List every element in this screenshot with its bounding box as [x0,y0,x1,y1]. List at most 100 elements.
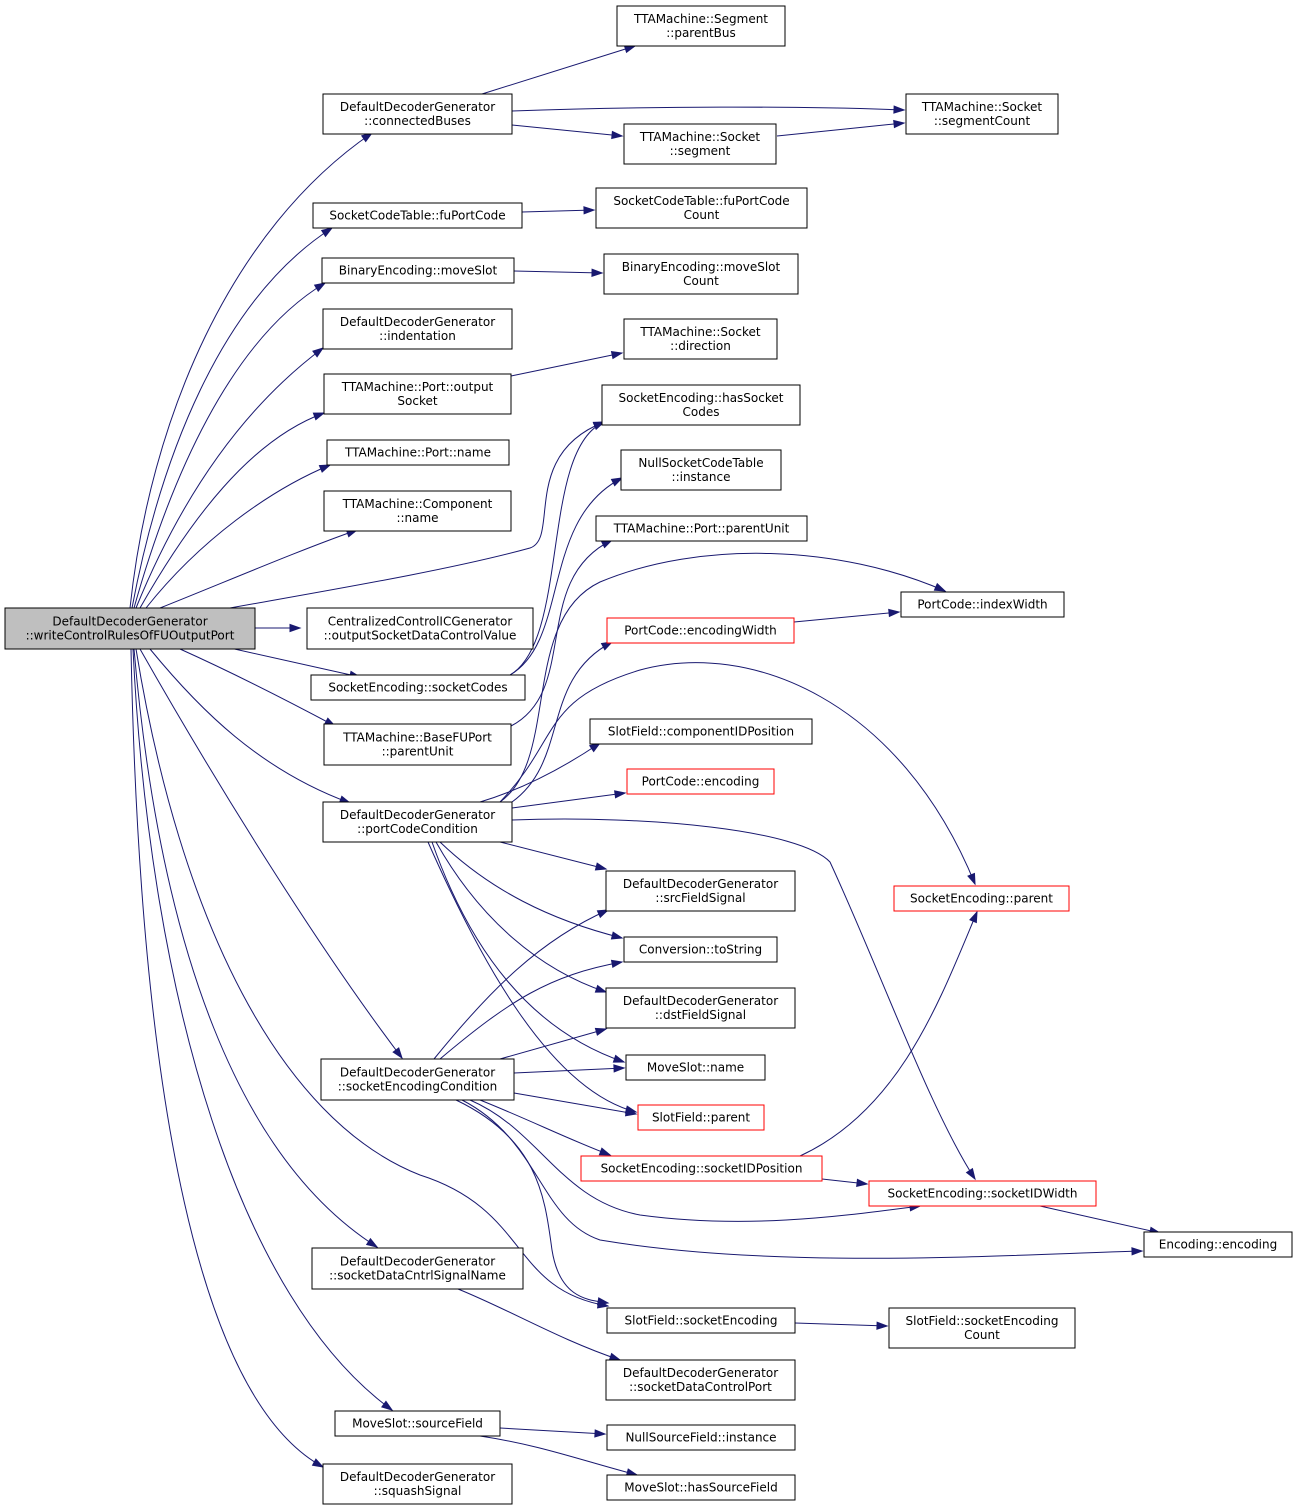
edge-portCodeCondition-to-moveSlotName [431,841,626,1063]
edge-line [793,611,900,623]
node-label-line: Socket [397,394,437,408]
edge-line [435,841,607,993]
edge-sourceField-to-hasSourceField [479,1435,639,1477]
edge-root-to-componentName [159,529,359,609]
node-socketIDPosition[interactable]: SocketEncoding::socketIDPosition [580,1155,823,1182]
node-box [334,1410,501,1437]
edge-socketDataCntrlSignalName-to-socketDataControlPort [457,1288,622,1361]
node-squashSignal[interactable]: DefaultDecoderGenerator::squashSignal [322,1463,513,1505]
node-box [623,318,778,360]
edge-arrowhead [612,1054,626,1063]
node-box [616,5,786,47]
node-box [320,1058,515,1101]
node-direction[interactable]: TTAMachine::Socket::direction [623,318,778,360]
node-outputSocket[interactable]: TTAMachine::Port::outputSocket [323,373,512,415]
node-socketEncodingCondition[interactable]: DefaultDecoderGenerator::socketEncodingC… [320,1058,515,1101]
edge-socketEncodingCondition-to-moveSlotName [513,1064,626,1074]
node-box [4,607,256,650]
node-box [589,718,813,745]
edge-socketEncodingCondition-to-socketIDPosition [479,1099,612,1156]
node-encodingEncoding[interactable]: Encoding::encoding [1143,1231,1293,1258]
node-portCodeCondition[interactable]: DefaultDecoderGenerator::portCodeConditi… [322,801,513,843]
node-componentIDPosition[interactable]: SlotField::componentIDPosition [589,718,813,745]
node-indexWidth[interactable]: PortCode::indexWidth [900,591,1065,618]
node-connectedBuses[interactable]: DefaultDecoderGenerator::connectedBuses [322,93,513,135]
node-socketDataCntrlSignalName[interactable]: DefaultDecoderGenerator::socketDataCntrl… [311,1247,524,1290]
node-componentName[interactable]: TTAMachine::Component::name [323,490,512,532]
node-root[interactable]: DefaultDecoderGenerator::writeControlRul… [4,607,256,650]
node-box [868,1180,1097,1207]
node-indentation[interactable]: DefaultDecoderGenerator::indentation [322,308,513,350]
edge-fuPortCode-to-fuPortCodeCount [521,206,596,215]
edge-arrowhead [876,1321,889,1330]
node-socketEncodingParent[interactable]: SocketEncoding::parent [893,885,1070,912]
edge-arrowhead [623,45,637,54]
node-label-line: SocketEncoding::socketCodes [328,681,507,695]
edge-line [511,106,905,112]
node-segmentCount[interactable]: TTAMachine::Socket::segmentCount [905,93,1059,135]
node-label-line: ::indentation [379,329,456,343]
node-moveSlotName[interactable]: MoveSlot::name [625,1054,766,1081]
node-label-line: DefaultDecoderGenerator [340,1470,495,1484]
edge-arrowhead [933,582,947,592]
node-label-line: ::segment [670,144,731,158]
node-box [606,1424,796,1451]
edge-moveSlot-to-moveSlotCount [513,268,604,277]
edge-portCodeCondition-to-socketIDWidth [511,818,976,1181]
node-slotFieldParent[interactable]: SlotField::parent [637,1104,765,1131]
node-label-line: DefaultDecoderGenerator [340,315,495,329]
node-label-line: SocketEncoding::hasSocket [619,391,784,405]
node-encodingWidth[interactable]: PortCode::encodingWidth [606,617,795,644]
edge-arrowhead [610,351,624,360]
edge-line [776,122,905,137]
node-nullSCTInstance[interactable]: NullSocketCodeTable::instance [620,449,782,491]
node-sourceField[interactable]: MoveSlot::sourceField [334,1410,501,1437]
node-centralized[interactable]: CentralizedControlICGenerator::outputSoc… [306,607,534,650]
node-label-line: SlotField::componentIDPosition [608,725,794,739]
node-hasSourceField[interactable]: MoveSlot::hasSourceField [606,1474,796,1501]
node-box [322,308,513,350]
edge-arrowhead [967,872,976,886]
node-slotFieldSocketEncoding[interactable]: SlotField::socketEncoding [606,1307,796,1334]
node-nullSourceFieldInstance[interactable]: NullSourceField::instance [606,1424,796,1451]
edge-socketIDPosition-to-socketIDWidth [821,1178,869,1188]
node-srcFieldSignal[interactable]: DefaultDecoderGenerator::srcFieldSignal [605,870,796,912]
node-portName[interactable]: TTAMachine::Port::name [326,439,510,466]
edge-segment-to-segmentCount [776,119,906,137]
edge-line [513,1067,625,1074]
node-box [322,1463,513,1505]
edge-socketEncodingCondition-to-slotFieldSocketEncoding [455,1099,610,1306]
edge-arrowhead [596,909,610,919]
node-socketDataControlPort[interactable]: DefaultDecoderGenerator::socketDataContr… [605,1359,796,1401]
edge-portCodeCondition-to-componentIDPosition [479,742,602,803]
edge-line [427,841,637,1113]
edge-line [511,818,976,1180]
node-socketCodes[interactable]: SocketEncoding::socketCodes [310,674,526,701]
node-parentBus[interactable]: TTAMachine::Segment::parentBus [616,5,786,47]
node-segment[interactable]: TTAMachine::Socket::segment [623,123,777,165]
node-label-line: Codes [683,405,720,419]
edge-arrowhead [311,1458,325,1468]
node-socketIDWidth[interactable]: SocketEncoding::socketIDWidth [868,1180,1097,1207]
edge-slotFieldSocketEncoding-to-socketEncodingCount [794,1321,889,1330]
node-box [326,439,510,466]
node-baseParentUnit[interactable]: TTAMachine::BaseFUPort::parentUnit [323,723,512,766]
node-toString[interactable]: Conversion::toString [623,936,778,963]
node-moveSlot[interactable]: BinaryEncoding::moveSlot [321,257,515,284]
edge-arrowhead [610,477,624,487]
node-fuPortCode[interactable]: SocketCodeTable::fuPortCode [312,202,523,229]
edge-arrowhead [312,347,325,358]
edge-arrowhead [289,623,302,633]
edge-socketCodes-to-hasSocketCodes [509,421,606,676]
edge-line [513,270,603,274]
node-label-line: ::instance [672,470,731,484]
edge-arrowhead [610,959,624,969]
node-portCodeEncoding[interactable]: PortCode::encoding [626,768,775,795]
node-dstFieldSignal[interactable]: DefaultDecoderGenerator::dstFieldSignal [605,987,796,1029]
node-box [322,93,513,135]
node-portParentUnit[interactable]: TTAMachine::Port::parentUnit [595,515,808,542]
